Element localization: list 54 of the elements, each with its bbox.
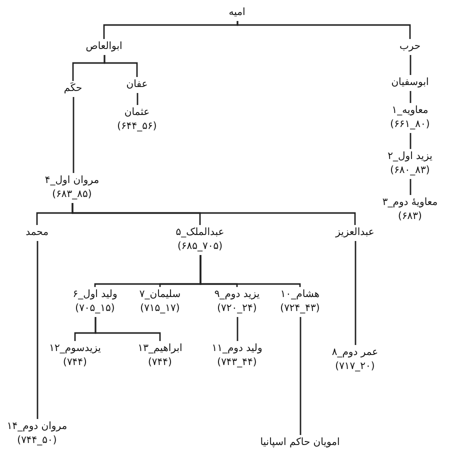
reign-years: (۷۴۳_۴۴) bbox=[216, 356, 258, 370]
person-name: امیه bbox=[228, 6, 246, 20]
person-name: ۱۲_یزیدسوم bbox=[49, 342, 101, 356]
reign-years: (۶۸۵_۷۰۵) bbox=[176, 240, 224, 254]
person-name: عثمان bbox=[123, 106, 151, 120]
tree-line bbox=[36, 241, 38, 419]
reign-years: (۷۴۴_۵۰) bbox=[16, 434, 58, 448]
person-name: ۱۴_مروان دوم bbox=[6, 420, 68, 434]
reign-years: (۶۸۰_۸۳) bbox=[389, 164, 431, 178]
person-name: ۱۳_ابراهیم bbox=[138, 342, 182, 356]
person-name: عفان bbox=[126, 78, 148, 92]
tree-line bbox=[300, 317, 302, 435]
person-name: ۸_عمر دوم bbox=[332, 346, 378, 360]
person-name: ۳_معاویهٔ دوم bbox=[382, 196, 438, 210]
person-name: محمد bbox=[26, 226, 48, 240]
reign-years: (۷۴۴) bbox=[147, 356, 173, 370]
person-name: ۵_عبدالملک bbox=[176, 226, 224, 240]
person-name: ابوالعاص bbox=[86, 40, 122, 54]
reign-years: (۷۲۰_۲۴) bbox=[216, 302, 258, 316]
reign-years: (۶۴۴_۵۶) bbox=[117, 120, 157, 134]
tree-line bbox=[410, 179, 412, 195]
person-name: حرب bbox=[399, 40, 421, 54]
reign-years: (۷۱۵_۱۷) bbox=[139, 302, 181, 316]
person-name: ۷_سلیمان bbox=[139, 288, 181, 302]
reign-years: (۷۲۴_۴۳) bbox=[280, 302, 320, 316]
tree-line bbox=[36, 203, 74, 225]
person-name: ۱۱_ولید دوم bbox=[212, 342, 262, 356]
tree-line bbox=[410, 55, 412, 75]
tree-line bbox=[236, 317, 238, 341]
reign-years: (۷۰۵_۱۵) bbox=[74, 302, 116, 316]
tree-line bbox=[354, 241, 356, 345]
person-name: ۶_ولید اول bbox=[72, 288, 118, 302]
person-name: ۹_یزید دوم bbox=[214, 288, 260, 302]
reign-years: (۶۶۱_۸۰) bbox=[390, 118, 430, 132]
reign-years: (۷۱۷_۲۰) bbox=[334, 360, 376, 374]
person-name: ابوسفیان bbox=[391, 76, 429, 90]
reign-years: (۶۸۳) bbox=[397, 210, 423, 224]
reign-years: (۶۸۳_۸۵) bbox=[51, 188, 93, 202]
person-name: عبدالعزیز bbox=[336, 226, 374, 240]
person-name: ۴_مروان اول bbox=[44, 174, 100, 188]
reign-years: (۷۴۴) bbox=[62, 356, 88, 370]
person-name: ۱_معاویه bbox=[390, 104, 430, 118]
tree-line bbox=[136, 93, 138, 105]
tree-line bbox=[74, 317, 96, 341]
tree-line bbox=[103, 21, 238, 39]
tree-line bbox=[410, 133, 412, 149]
tree-line bbox=[410, 91, 412, 103]
person-name: ۱۰_هشام bbox=[280, 288, 320, 302]
person-name: ۲_یزید اول bbox=[388, 150, 432, 164]
tree-line bbox=[72, 55, 106, 81]
person-name: حکَم bbox=[64, 82, 82, 96]
tree-line bbox=[72, 97, 74, 173]
person-name: امویان حاکم اسپانیا bbox=[260, 436, 340, 450]
tree-line bbox=[94, 255, 202, 287]
